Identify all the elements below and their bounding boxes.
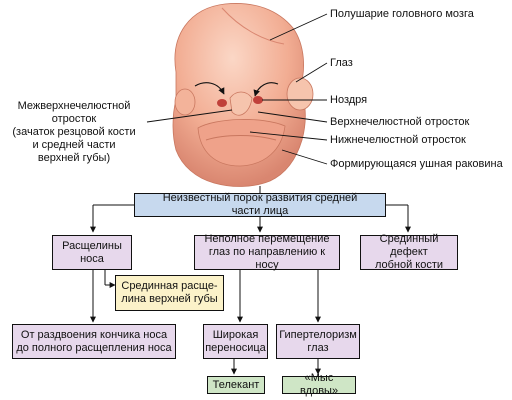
label-ear: Формирующаяся ушная раковина (330, 158, 503, 170)
box-telecanthus: Телекант (207, 376, 265, 394)
label-hemisphere: Полушарие головного мозга (330, 8, 474, 20)
label-nostril: Ноздря (330, 94, 368, 106)
box-median-lip-cleft: Срединная расще-лина верхней губы (115, 275, 224, 311)
embryo-face-illustration (172, 3, 314, 187)
label-maxillary-process: Верхнечелюстной отросток (330, 116, 470, 128)
box-widows-peak: «Мыс вдовы» (282, 372, 356, 397)
label-intermaxillary-process: Межверхнечелюстной отросток (зачаток рез… (12, 100, 136, 164)
label-mandibular-process: Нижнечелюстной отросток (330, 134, 466, 146)
label-eye: Глаз (330, 57, 353, 69)
